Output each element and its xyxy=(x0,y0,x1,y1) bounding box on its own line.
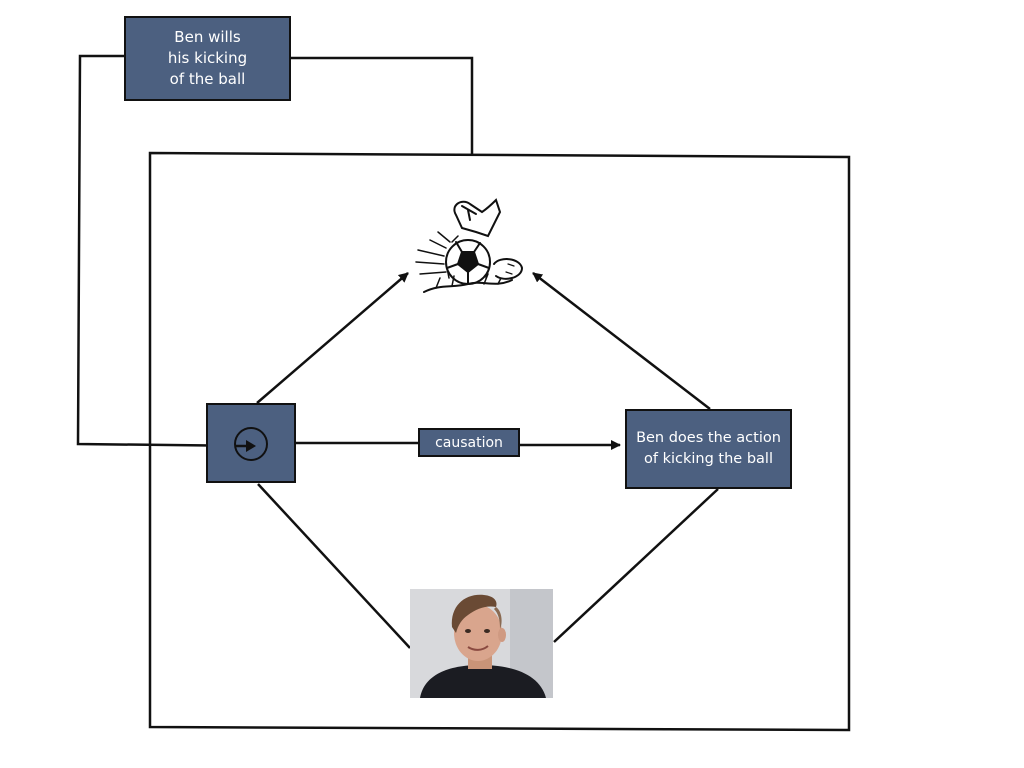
causation-node: causation xyxy=(418,428,520,457)
action-node: Ben does the action of kicking the ball xyxy=(625,409,792,489)
will-connector-right xyxy=(290,56,474,155)
origin-to-person-line xyxy=(257,483,411,649)
outer-frame xyxy=(148,151,851,732)
will-node: Ben wills his kicking of the ball xyxy=(124,16,291,101)
soccer-ball-kick-icon xyxy=(415,198,524,293)
person-photo xyxy=(410,589,553,698)
circled-dot-icon xyxy=(207,404,295,482)
origin-to-kick-arrow xyxy=(256,272,409,404)
action-to-kick-arrow xyxy=(532,272,711,410)
action-to-person-line xyxy=(553,488,719,643)
will-to-origin-arrow xyxy=(76,54,255,451)
origin-arrow-head xyxy=(246,440,256,452)
origin-node xyxy=(206,403,296,483)
